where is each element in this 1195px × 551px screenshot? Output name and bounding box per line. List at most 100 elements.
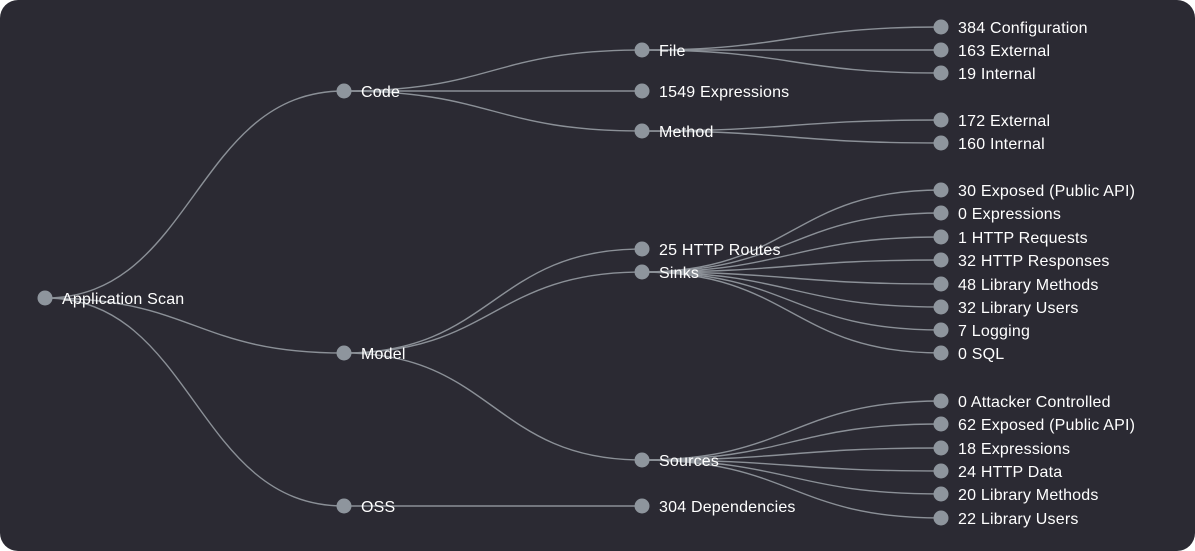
- node-dot-icon[interactable]: [933, 440, 949, 456]
- node-dot-icon[interactable]: [933, 463, 949, 479]
- tree-link: [641, 271, 942, 354]
- tree-node-sinks-logging[interactable]: 7 Logging: [933, 322, 1031, 341]
- tree-link: [641, 271, 942, 308]
- node-label: 0 Attacker Controlled: [958, 394, 1111, 411]
- tree-node-method-internal[interactable]: 160 Internal: [933, 135, 1045, 154]
- node-dot-icon[interactable]: [933, 182, 949, 198]
- tree-node-model-sources[interactable]: Sources: [634, 452, 720, 471]
- tree-link: [641, 459, 942, 519]
- tree-link: [343, 90, 643, 132]
- tree-link: [641, 26, 942, 51]
- node-dot-icon[interactable]: [933, 510, 949, 526]
- tree-node-root[interactable]: Application Scan: [37, 290, 185, 309]
- tree-node-sources-attacker[interactable]: 0 Attacker Controlled: [933, 393, 1111, 412]
- tree-link: [44, 90, 345, 299]
- tree-node-file-config[interactable]: 384 Configuration: [933, 19, 1088, 38]
- tree-node-sources-library-methods[interactable]: 20 Library Methods: [933, 486, 1099, 505]
- node-dot-icon[interactable]: [933, 19, 949, 35]
- tree-node-file-external[interactable]: 163 External: [933, 42, 1051, 61]
- node-label: 62 Exposed (Public API): [958, 417, 1135, 434]
- node-label: Method: [659, 124, 714, 141]
- node-dot-icon[interactable]: [933, 322, 949, 338]
- node-dot-icon[interactable]: [933, 135, 949, 151]
- node-label: 24 HTTP Data: [958, 464, 1062, 481]
- node-dot-icon[interactable]: [933, 229, 949, 245]
- tree-node-oss[interactable]: OSS: [336, 498, 396, 517]
- tree-node-code-expressions[interactable]: 1549 Expressions: [634, 83, 790, 102]
- node-dot-icon[interactable]: [933, 252, 949, 268]
- node-dot-icon[interactable]: [634, 42, 650, 58]
- tree-node-code[interactable]: Code: [336, 83, 401, 102]
- node-label: 172 External: [958, 113, 1050, 130]
- node-dot-icon[interactable]: [634, 241, 650, 257]
- node-dot-icon[interactable]: [933, 486, 949, 502]
- node-dot-icon[interactable]: [634, 452, 650, 468]
- node-label: 25 HTTP Routes: [659, 242, 781, 259]
- tree-node-model-sinks[interactable]: Sinks: [634, 264, 700, 283]
- node-dot-icon[interactable]: [933, 393, 949, 409]
- tree-node-file-internal[interactable]: 19 Internal: [933, 65, 1036, 84]
- node-dot-icon[interactable]: [634, 264, 650, 280]
- node-dot-icon[interactable]: [933, 416, 949, 432]
- node-dot-icon[interactable]: [933, 65, 949, 81]
- node-label: 384 Configuration: [958, 20, 1088, 37]
- tree-node-sinks-sql[interactable]: 0 SQL: [933, 345, 1005, 364]
- node-dot-icon[interactable]: [336, 83, 352, 99]
- node-dot-icon[interactable]: [336, 345, 352, 361]
- node-label: 30 Exposed (Public API): [958, 183, 1135, 200]
- node-dot-icon[interactable]: [933, 42, 949, 58]
- tree-node-sinks-library-methods[interactable]: 48 Library Methods: [933, 276, 1099, 295]
- tree-node-sinks-http-responses[interactable]: 32 HTTP Responses: [933, 252, 1110, 271]
- node-label: 32 HTTP Responses: [958, 253, 1110, 270]
- tree-link: [641, 400, 942, 461]
- tree-node-method-external[interactable]: 172 External: [933, 112, 1051, 131]
- node-dot-icon[interactable]: [634, 83, 650, 99]
- node-dot-icon[interactable]: [933, 276, 949, 292]
- node-dot-icon[interactable]: [634, 498, 650, 514]
- tree-node-code-method[interactable]: Method: [634, 123, 714, 142]
- node-dot-icon[interactable]: [634, 123, 650, 139]
- tree-node-sinks-library-users[interactable]: 32 Library Users: [933, 299, 1079, 318]
- tree-link: [641, 423, 942, 461]
- node-label: 0 Expressions: [958, 206, 1061, 223]
- tree-node-oss-dependencies[interactable]: 304 Dependencies: [634, 498, 796, 517]
- node-label: File: [659, 43, 686, 60]
- tree-node-model-http-routes[interactable]: 25 HTTP Routes: [634, 241, 781, 260]
- node-label: 32 Library Users: [958, 300, 1079, 317]
- tree-link: [343, 49, 643, 92]
- tree-link: [641, 271, 942, 285]
- tree-node-sinks-exposed[interactable]: 30 Exposed (Public API): [933, 182, 1136, 201]
- tree-node-sources-expressions[interactable]: 18 Expressions: [933, 440, 1071, 459]
- node-label: Sources: [659, 453, 719, 470]
- node-label: Code: [361, 84, 400, 101]
- node-label: 20 Library Methods: [958, 487, 1099, 504]
- tree-node-sinks-expressions[interactable]: 0 Expressions: [933, 205, 1062, 224]
- tree-link: [641, 459, 942, 472]
- node-dot-icon[interactable]: [933, 299, 949, 315]
- node-dot-icon[interactable]: [933, 345, 949, 361]
- tree-node-code-file[interactable]: File: [634, 42, 686, 61]
- tree-node-model[interactable]: Model: [336, 345, 406, 364]
- node-dot-icon[interactable]: [37, 290, 53, 306]
- node-dot-icon[interactable]: [933, 112, 949, 128]
- tree-nodes: 384 Configuration 163 External 19 Internal…: [37, 19, 1136, 529]
- node-label: 19 Internal: [958, 66, 1036, 83]
- tree-node-sources-exposed[interactable]: 62 Exposed (Public API): [933, 416, 1136, 435]
- tree-link: [641, 236, 942, 273]
- tree-node-sources-library-users[interactable]: 22 Library Users: [933, 510, 1079, 529]
- node-dot-icon[interactable]: [336, 498, 352, 514]
- tree-link: [641, 49, 942, 74]
- node-label: 1 HTTP Requests: [958, 230, 1088, 247]
- tree-link: [641, 271, 942, 331]
- node-label: 163 External: [958, 43, 1050, 60]
- node-label: 160 Internal: [958, 136, 1045, 153]
- tree-link: [641, 459, 942, 495]
- node-dot-icon[interactable]: [933, 205, 949, 221]
- tree-node-sources-http-data[interactable]: 24 HTTP Data: [933, 463, 1063, 482]
- tree-node-sinks-http-requests[interactable]: 1 HTTP Requests: [933, 229, 1088, 248]
- tree-link: [641, 447, 942, 461]
- node-label: 48 Library Methods: [958, 277, 1099, 294]
- node-label: 18 Expressions: [958, 441, 1070, 458]
- node-label: Sinks: [659, 265, 699, 282]
